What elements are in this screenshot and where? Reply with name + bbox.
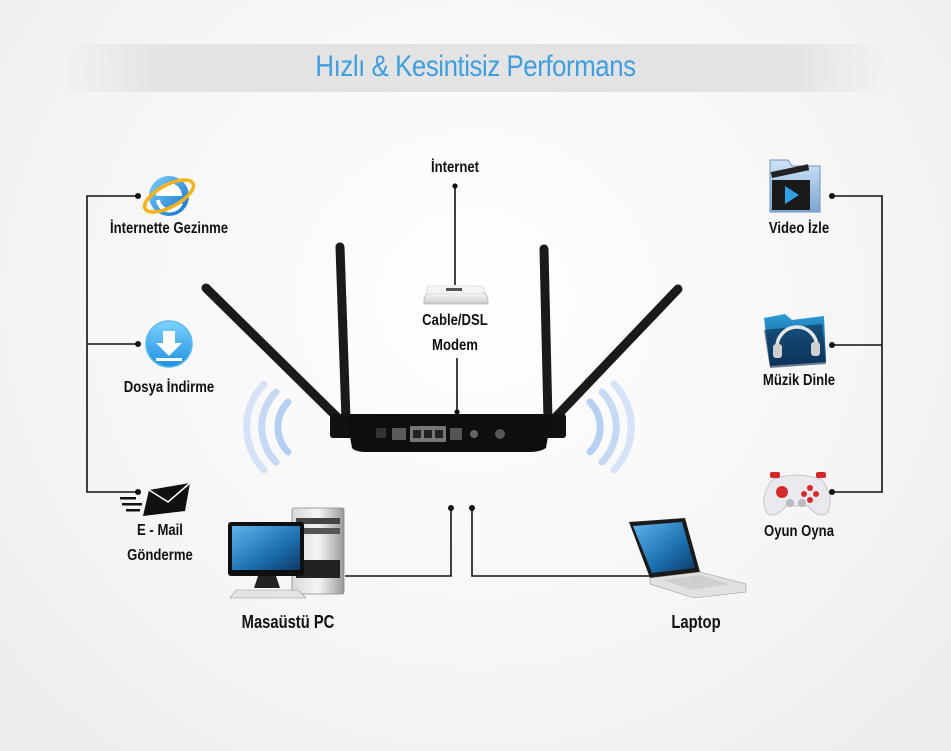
connector-lines [86,186,883,577]
page-title: Hızlı & Kesintisiz Performans [315,50,636,83]
modem-icon [423,285,489,305]
music-folder-icon [764,314,826,368]
laptop-icon [629,518,747,599]
wifi-waves-right-icon [586,380,635,474]
game-label: Oyun Oyna [763,523,834,540]
gamepad-icon [763,472,831,516]
desktop-pc-icon [228,507,345,599]
modem-label-line2: Modem [432,337,478,354]
video-label: Video İzle [768,220,830,237]
video-folder-icon [769,159,821,213]
download-icon [145,320,193,368]
email-label-line1: E - Mail [137,522,183,539]
modem-label-line1: Cable/DSL [422,312,488,329]
email-envelope-icon [120,482,191,516]
internet-label: İnternet [430,159,480,176]
connector-dots [135,183,835,511]
browse-label: İnternette Gezinme [109,220,229,237]
title-band [60,44,890,92]
music-label: Müzik Dinle [762,372,836,389]
email-label-line2: Gönderme [127,547,193,564]
router-icon [201,242,683,452]
internet-explorer-icon [142,176,196,216]
download-label: Dosya İndirme [123,379,215,396]
laptop-label: Laptop [671,612,721,632]
wifi-waves-left-icon [243,380,292,474]
desktop-label: Masaüstü PC [241,612,335,632]
